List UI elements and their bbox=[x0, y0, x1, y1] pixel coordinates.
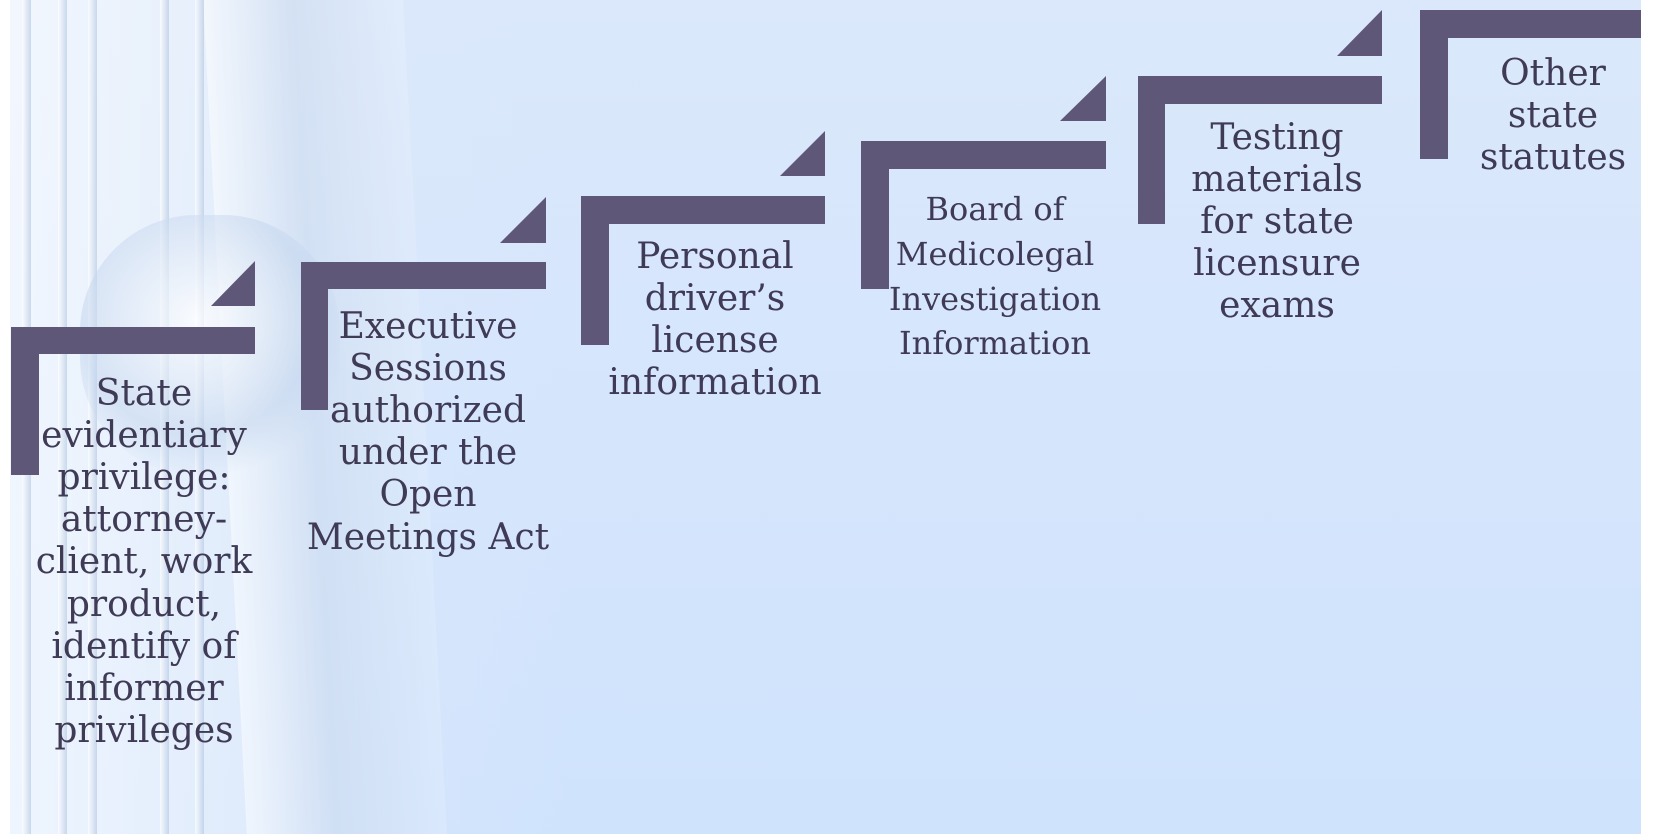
step-5-side-bar bbox=[1138, 76, 1165, 224]
step-3-side-bar bbox=[581, 196, 609, 345]
pillar-flute bbox=[88, 0, 97, 834]
step-5-arrow-tip bbox=[1337, 10, 1382, 56]
step-2-label: Executive Sessions authorized under the … bbox=[306, 306, 550, 558]
step-4-top-bar bbox=[861, 141, 1106, 169]
step-1-label: State evidentiary privilege: attorney- c… bbox=[35, 373, 253, 751]
step-3-arrow-tip bbox=[780, 131, 825, 176]
step-6-label: Other state statutes bbox=[1479, 53, 1627, 179]
step-1-top-bar bbox=[11, 327, 255, 354]
step-5-label: Testing materials for state licensure ex… bbox=[1191, 117, 1363, 327]
step-1-side-bar bbox=[11, 327, 39, 475]
slide: State evidentiary privilege: attorney- c… bbox=[10, 0, 1641, 834]
step-6-side-bar bbox=[1420, 10, 1448, 159]
step-4-side-bar bbox=[861, 141, 889, 289]
pillar-flute bbox=[58, 0, 67, 834]
step-5-top-bar bbox=[1138, 76, 1382, 104]
step-2-top-bar bbox=[301, 262, 546, 289]
step-4-label: Board of Medicolegal Investigation Infor… bbox=[888, 190, 1102, 363]
step-4-arrow-tip bbox=[1060, 76, 1106, 121]
step-6-top-bar bbox=[1420, 10, 1641, 38]
step-3-top-bar bbox=[581, 196, 825, 224]
step-2-side-bar bbox=[301, 262, 328, 410]
step-3-label: Personal driver’s license information bbox=[608, 236, 822, 404]
